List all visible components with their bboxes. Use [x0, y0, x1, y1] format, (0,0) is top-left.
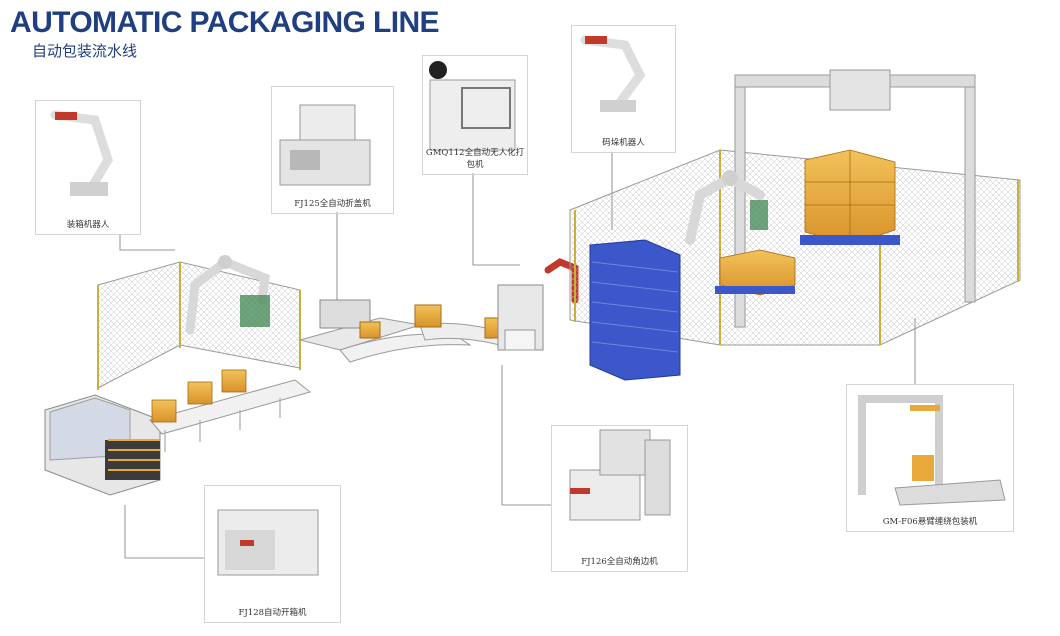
machine-label: GM-F06悬臂缠绕包装机 [882, 517, 978, 527]
card-illustration-palletizing-robot [580, 35, 646, 112]
card-fj126: FJ126全自动角边机 [551, 425, 688, 572]
conveyor-left [149, 379, 312, 452]
card-gmq112: GMQ112全自动无人化打包机 [422, 55, 528, 175]
machine-label: 装箱机器人 [66, 220, 110, 230]
machine-label: FJ126全自动角边机 [581, 557, 658, 567]
page-subtitle: 自动包装流水线 [32, 42, 138, 60]
card-illustration-fj125 [279, 104, 371, 186]
card-illustration-gm-f06 [858, 395, 1006, 506]
machine-label: FJ128自动开箱机 [238, 608, 307, 618]
center-conveyor [298, 299, 510, 363]
box-erector-main [44, 394, 161, 496]
card-palletizing-robot: 码垛机器人 [571, 25, 676, 153]
page-title: AUTOMATIC PACKAGING LINE [10, 6, 440, 39]
card-illustration-packing-robot [50, 110, 113, 196]
card-illustration-fj126 [569, 429, 671, 521]
card-packing-robot: 装箱机器人 [35, 100, 141, 235]
machine-label: GMQ112全自动无人化打包机 [425, 148, 525, 170]
cartons-left [151, 369, 247, 423]
card-illustration-gmq112 [429, 61, 516, 151]
machine-label: FJ125全自动折盖机 [294, 199, 371, 209]
card-illustration-fj128 [217, 509, 319, 576]
palletizing-cell [569, 69, 1021, 381]
card-gm-f06: GM-F06悬臂缠绕包装机 [846, 384, 1014, 532]
card-fj128: FJ128自动开箱机 [204, 485, 341, 623]
packing-robot-cell [97, 255, 301, 390]
strapping-station [497, 258, 579, 351]
machine-label: 码垛机器人 [602, 138, 645, 148]
card-fj125: FJ125全自动折盖机 [271, 86, 394, 214]
